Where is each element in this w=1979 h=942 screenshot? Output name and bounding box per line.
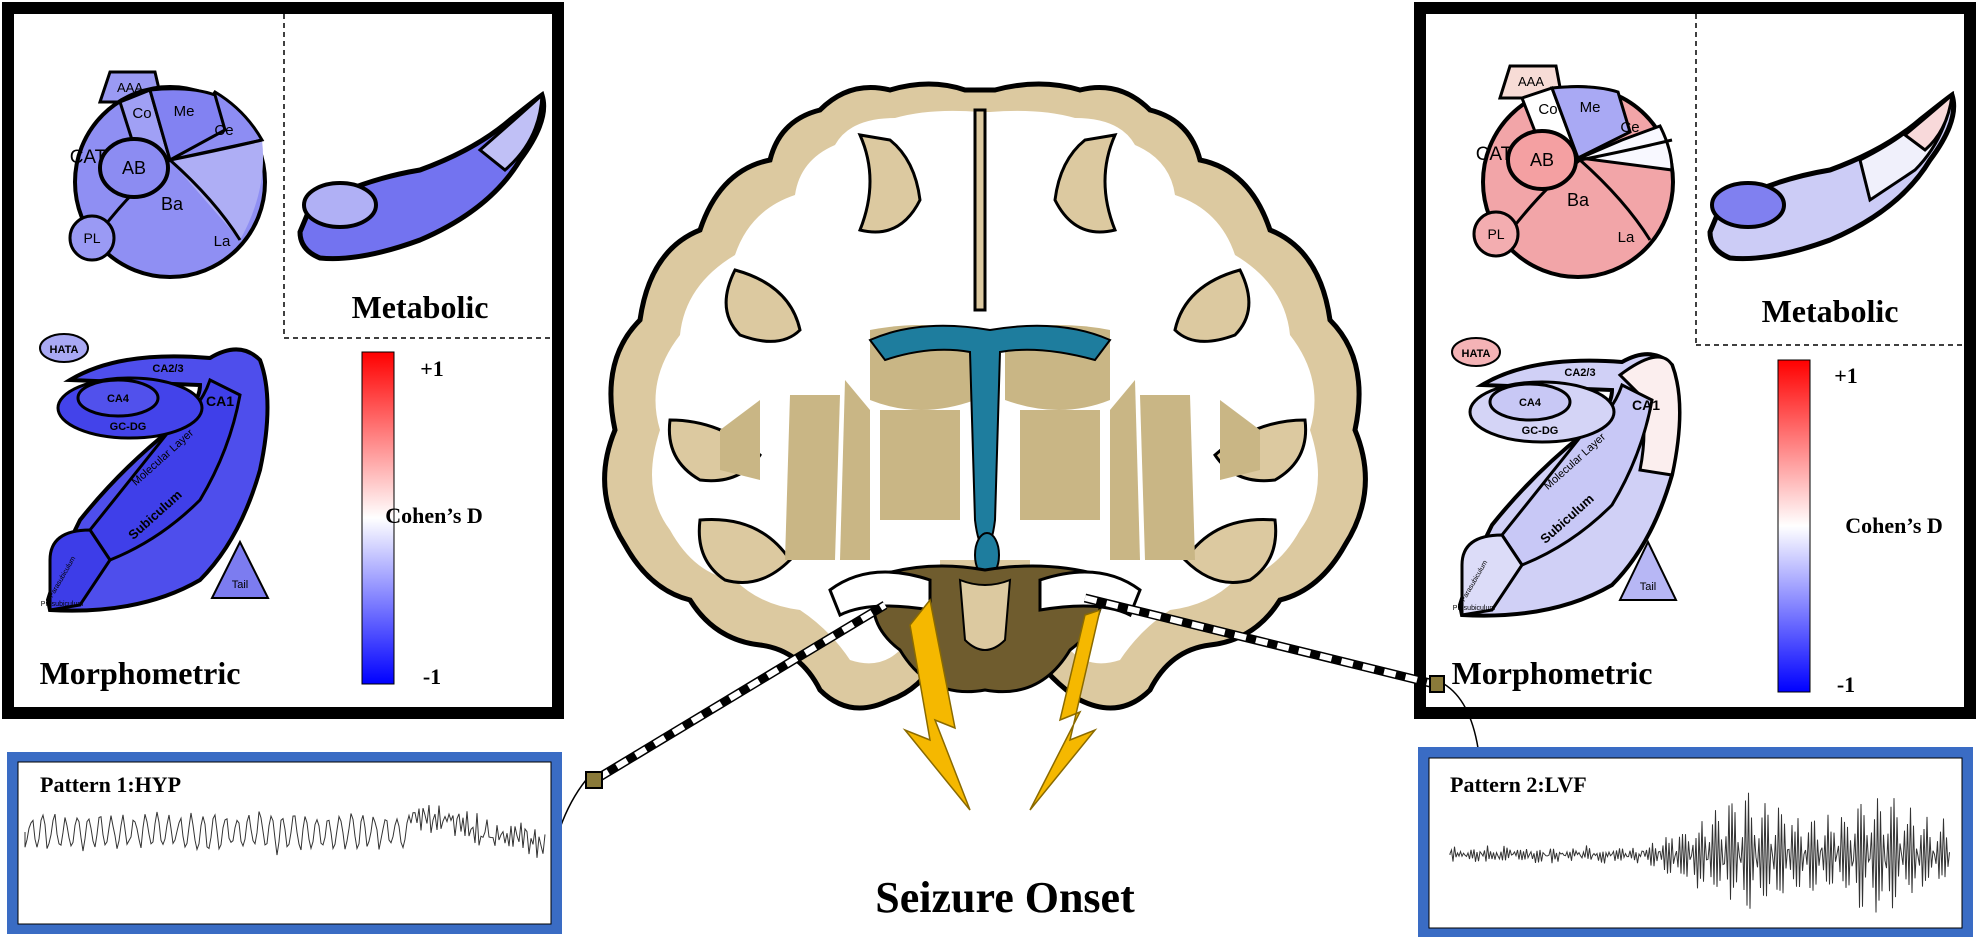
left-eeg-trace — [24, 805, 546, 858]
left-depth-electrode — [559, 601, 888, 829]
left-eeg-box: Pattern 1:HYP — [7, 752, 562, 934]
left-hippocampus: HATA CA2/3 CA4 CA1 GC-DG Molecular Layer… — [39, 333, 270, 613]
hippo-ca4-label: CA4 — [107, 393, 130, 405]
right-hippo-hata-label: HATA — [1462, 348, 1491, 360]
right-colorbar-title: Cohen’s D — [1845, 513, 1943, 538]
colorbar-title: Cohen’s D — [385, 503, 483, 528]
amygdala-ab-label: AB — [122, 158, 146, 178]
right-eeg-trace — [1449, 792, 1950, 913]
right-amygdala-cat-label: CAT — [1476, 144, 1513, 165]
right-morphometric-label: Morphometric — [1452, 655, 1653, 691]
right-amygdala-ce-label: Ce — [1620, 119, 1639, 136]
right-depth-electrode — [1083, 593, 1479, 749]
hippo-ca4 — [76, 378, 160, 418]
amygdala-me — [148, 87, 227, 163]
left-morphometric-label: Morphometric — [40, 655, 241, 691]
hippo-gcdg-label: GC-DG — [110, 421, 147, 433]
amygdala-pl-label: PL — [83, 230, 100, 246]
right-amygdala-la-label: La — [1618, 229, 1635, 246]
hippo-tail — [210, 539, 270, 599]
left-panel: AAA Co Me Ce CAT AB Ba PL La Metabolic — [2, 2, 564, 719]
right-amygdala-me-label: Me — [1580, 99, 1601, 116]
right-hippo-ca4-label: CA4 — [1519, 397, 1542, 409]
hippo-parasubiculum — [48, 528, 112, 612]
amygdala-cat-label: CAT — [70, 147, 107, 168]
amygdala-ab — [98, 137, 170, 199]
right-hippo-gcdg-label: GC-DG — [1522, 425, 1559, 437]
lateral-ventricle — [868, 324, 1112, 552]
right-amygdala-aaa-label: AAA — [1518, 74, 1544, 89]
hippo-ca1-label: CA1 — [206, 393, 234, 409]
right-amygdala-pl-label: PL — [1487, 226, 1504, 242]
right-colorbar-min-label: -1 — [1837, 672, 1855, 697]
left-amygdala: AAA Co Me Ce CAT AB Ba PL La — [68, 70, 267, 279]
right-hippo-tail-label: Tail — [1640, 581, 1657, 593]
left-colorbar: +1 Cohen’s D -1 — [361, 351, 483, 689]
left-metabolic-hippocampus — [297, 90, 547, 262]
amygdala-la-area — [170, 140, 264, 240]
right-amygdala: AAA Co Me Ce CAT AB Ba PL La — [1472, 64, 1675, 279]
colorbar-min-label: -1 — [423, 664, 441, 689]
hippo-ca23-label: CA2/3 — [152, 363, 183, 375]
right-amygdala-ab-label: AB — [1530, 150, 1554, 170]
hippo-hata — [39, 333, 89, 363]
right-seizure-lightning-icon — [1029, 608, 1102, 811]
hippo-hata-label: HATA — [50, 344, 79, 356]
right-hippo-ca1-label: CA1 — [1632, 397, 1660, 413]
hippo-presubiculum-label: Presubiculum — [41, 601, 84, 608]
right-eeg-label: Pattern 2:LVF — [1450, 772, 1587, 797]
right-eeg-box: Pattern 2:LVF — [1418, 747, 1973, 937]
right-hippo-ca23-label: CA2/3 — [1564, 367, 1595, 379]
amygdala-ba-label: Ba — [161, 194, 184, 214]
right-colorbar-max-label: +1 — [1834, 363, 1858, 388]
right-metabolic-label: Metabolic — [1762, 293, 1899, 329]
hippo-subiculum — [88, 377, 242, 562]
colorbar-max-label: +1 — [420, 356, 444, 381]
right-colorbar: +1 Cohen’s D -1 — [1777, 359, 1943, 697]
left-eeg-label: Pattern 1:HYP — [40, 772, 181, 797]
left-seizure-lightning-icon — [902, 598, 971, 811]
hippo-tail-label: Tail — [232, 579, 249, 591]
figure-title: Seizure Onset — [875, 873, 1135, 922]
left-metabolic-label: Metabolic — [352, 289, 489, 325]
amygdala-la-label: La — [214, 233, 231, 250]
amygdala-me-label: Me — [174, 103, 195, 120]
brain-coronal-section — [602, 81, 1368, 711]
right-amygdala-co-label: Co — [1538, 101, 1557, 118]
amygdala-ce-label: Ce — [214, 122, 233, 139]
right-panel: AAA Co Me Ce CAT AB Ba PL La Metabolic — [1414, 2, 1976, 719]
colorbar-gradient — [361, 351, 395, 685]
amygdala-co-label: Co — [132, 105, 151, 122]
right-metabolic-hippocampus — [1707, 90, 1957, 262]
right-hippo-presubiculum-label: Presubiculum — [1453, 605, 1496, 612]
amygdala-pl — [68, 214, 116, 262]
right-hippocampus: HATA CA2/3 CA4 CA1 GC-DG Molecular Layer… — [1451, 337, 1682, 618]
right-amygdala-ba-label: Ba — [1567, 190, 1590, 210]
